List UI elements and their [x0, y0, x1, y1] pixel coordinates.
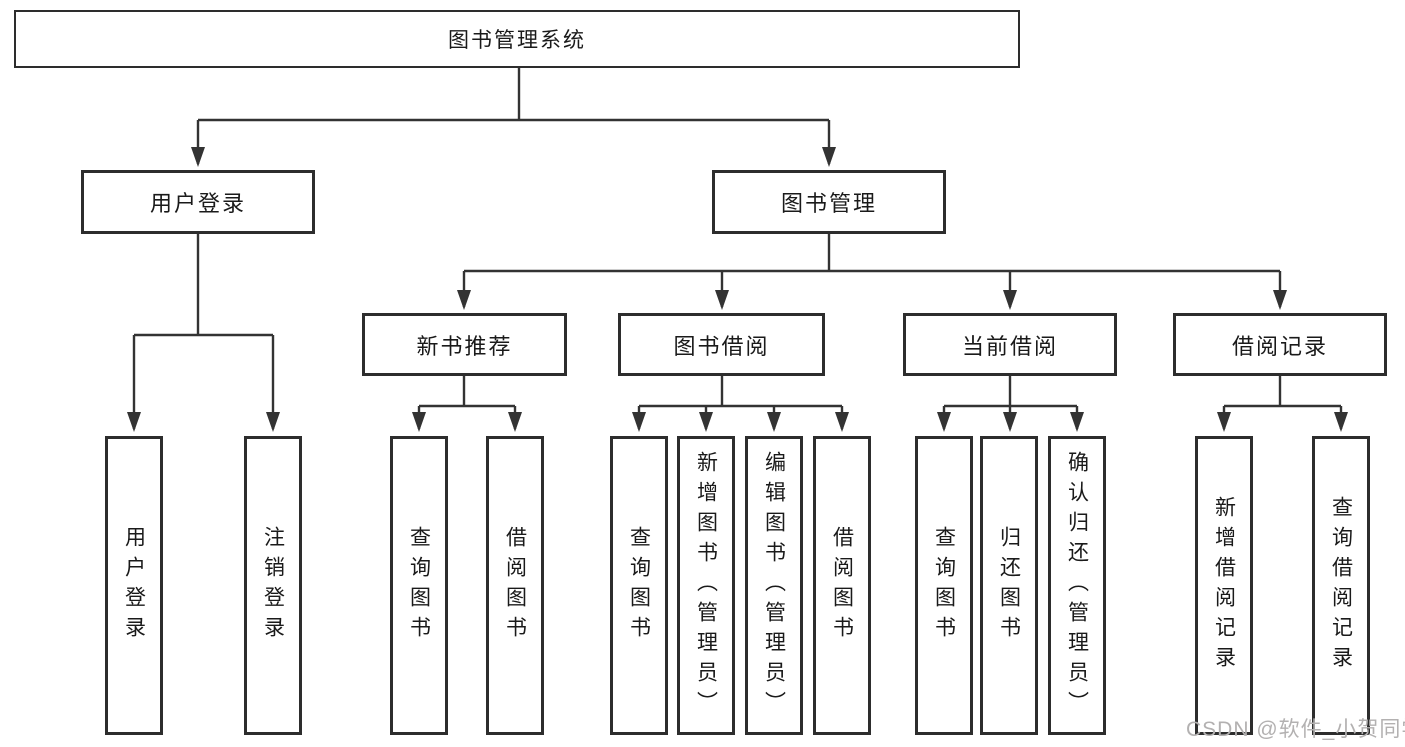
leaf-query-books: 查询图书: [610, 436, 668, 735]
node-book-borrow: 图书借阅: [618, 313, 825, 376]
leaf-borrow-books: 借阅图书: [813, 436, 871, 735]
connector-new-book-recommend-to-leaves: [412, 376, 522, 432]
leaf-confirm-return-admin: 确认归还（管理员）: [1048, 436, 1106, 735]
node-user-login: 用户登录: [81, 170, 315, 234]
node-book-management: 图书管理: [712, 170, 946, 234]
node-new-book-recommend: 新书推荐: [362, 313, 567, 376]
leaf-query-books: 查询图书: [915, 436, 973, 735]
leaf-add-borrow-record: 新增借阅记录: [1195, 436, 1253, 735]
leaf-edit-books-admin: 编辑图书（管理员）: [745, 436, 803, 735]
node-borrow-records: 借阅记录: [1173, 313, 1387, 376]
leaf-query-books: 查询图书: [390, 436, 448, 735]
connector-current-borrow-to-leaves: [937, 376, 1084, 432]
connector-root-to-level2: [191, 68, 836, 167]
leaf-logout: 注销登录: [244, 436, 302, 735]
leaf-add-books-admin: 新增图书（管理员）: [677, 436, 735, 735]
node-current-borrow: 当前借阅: [903, 313, 1117, 376]
connector-user-login-to-leaves: [127, 234, 280, 432]
leaf-borrow-books: 借阅图书: [486, 436, 544, 735]
leaf-return-books: 归还图书: [980, 436, 1038, 735]
connector-book-borrow-to-leaves: [632, 376, 849, 432]
node-library-management-system: 图书管理系统: [14, 10, 1020, 68]
csdn-watermark: CSDN @软件_小贺同学: [1186, 718, 1405, 741]
leaf-query-borrow-record: 查询借阅记录: [1312, 436, 1370, 735]
connector-borrow-records-to-leaves: [1217, 376, 1348, 432]
leaf-user-login: 用户登录: [105, 436, 163, 735]
connector-book-management-to-level3: [457, 234, 1287, 310]
